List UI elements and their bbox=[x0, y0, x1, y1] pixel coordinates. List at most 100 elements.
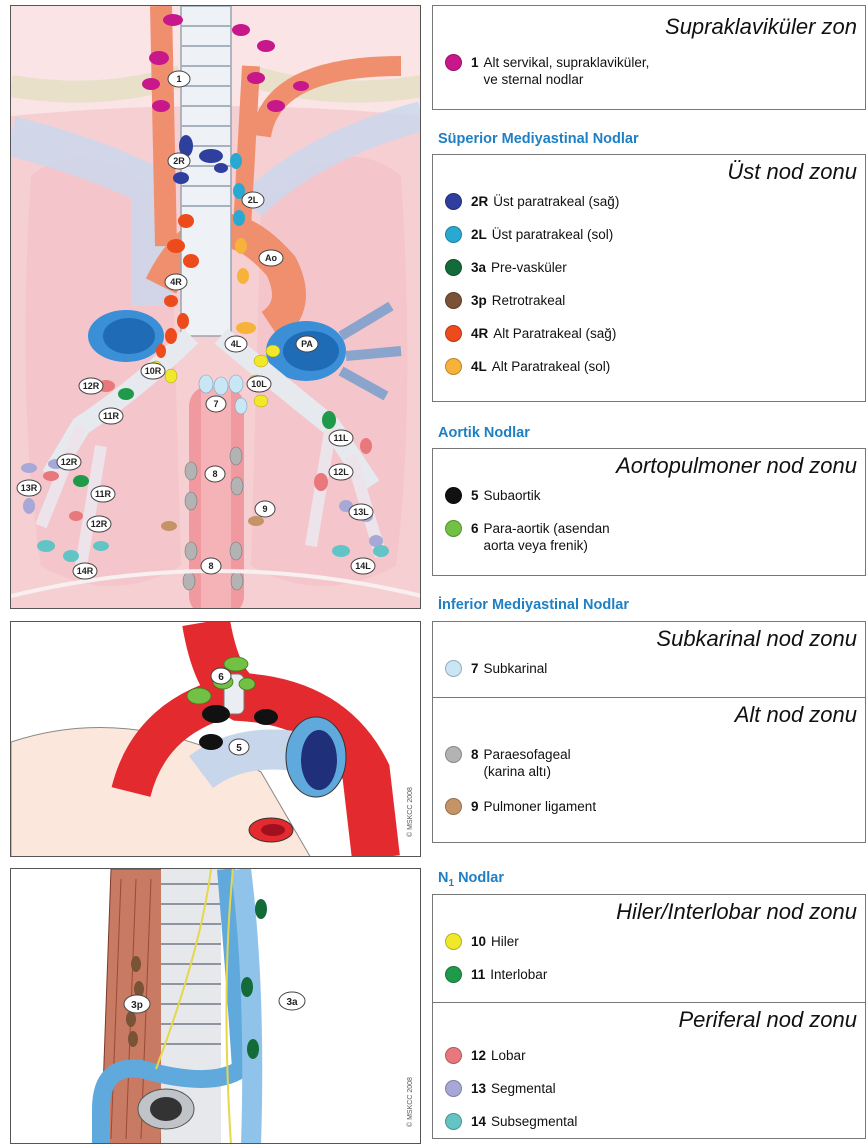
section-title-superior: Süperior Mediyastinal Nodlar bbox=[438, 131, 639, 147]
node-color-dot bbox=[445, 259, 462, 276]
station-label: Paraesofageal(karina altı) bbox=[484, 746, 571, 780]
station-number: 8 bbox=[471, 746, 479, 763]
node-color-dot bbox=[445, 520, 462, 537]
thorax-lymph-node-diagram: 1 2R 2L Ao 4R 4L PA 10R 10L 7 12R 11R 11… bbox=[11, 6, 421, 609]
legend-item-12: 12 Lobar bbox=[433, 1039, 865, 1072]
diagram-label-text: 12R bbox=[83, 381, 100, 391]
diagram-label: 14R bbox=[73, 563, 97, 579]
diagram-label-text: 11L bbox=[333, 433, 349, 443]
detail-label-text: 5 bbox=[236, 743, 242, 754]
diagram-label: 4L bbox=[225, 336, 247, 352]
diagram-label-text: 13L bbox=[353, 507, 369, 517]
zone-title: Üst nod zonu bbox=[433, 155, 865, 185]
node-color-dot bbox=[445, 1047, 462, 1064]
legend-item-6: 6Para-aortik (asendanaorta veya frenik) bbox=[433, 512, 865, 562]
detail-label: 5 bbox=[229, 739, 249, 755]
node-color-dot bbox=[445, 358, 462, 375]
station-label: Alt Paratrakeal (sağ) bbox=[493, 325, 616, 342]
diagram-label: 11R bbox=[99, 408, 123, 424]
diagram-label: 1 bbox=[168, 71, 190, 87]
station-label: Pulmoner ligament bbox=[484, 798, 597, 815]
diagram-label: 12R bbox=[57, 454, 81, 470]
station-label: Interlobar bbox=[490, 966, 547, 983]
diagram-label-text: 8 bbox=[212, 469, 217, 479]
diagram-label: 12L bbox=[329, 464, 353, 480]
diagram-label-text: 2R bbox=[173, 156, 185, 166]
legend-item-11: 11 Interlobar bbox=[433, 958, 865, 1002]
diagram-label-text: 14L bbox=[355, 561, 371, 571]
zone-title: Alt nod zonu bbox=[433, 698, 865, 738]
diagram-label-text: 12L bbox=[333, 467, 349, 477]
diagram-label-text: 12R bbox=[61, 457, 78, 467]
copyright-text: © MSKCC 2008 bbox=[407, 1077, 414, 1127]
station-label: Subsegmental bbox=[491, 1113, 577, 1130]
side-label-text: 3p bbox=[131, 1000, 143, 1011]
node-color-dot bbox=[445, 746, 462, 763]
diagram-label: 8 bbox=[205, 466, 225, 482]
station-label: Segmental bbox=[491, 1080, 556, 1097]
node-color-dot bbox=[445, 54, 462, 71]
n1-letter: N bbox=[438, 870, 448, 886]
station-number: 5 bbox=[471, 487, 479, 504]
station-label: Alt servikal, supraklaviküler,ve sternal… bbox=[484, 54, 650, 88]
station-number: 12 bbox=[471, 1047, 486, 1064]
diagram-label-text: 13R bbox=[21, 483, 38, 493]
station-number: 14 bbox=[471, 1113, 486, 1130]
station-number: 9 bbox=[471, 798, 479, 815]
station-label: Üst paratrakeal (sol) bbox=[492, 226, 614, 243]
legend-item-9: 9 Pulmoner ligament bbox=[433, 790, 865, 823]
diagram-label-text: 2L bbox=[248, 195, 259, 205]
legend-item-13: 13 Segmental bbox=[433, 1072, 865, 1105]
diagram-label-text: Ao bbox=[265, 253, 277, 263]
node-color-dot bbox=[445, 1113, 462, 1130]
diagram-label: Ao bbox=[259, 250, 283, 266]
diagram-label: 9 bbox=[255, 501, 275, 517]
diagram-label-text: 10L bbox=[251, 379, 267, 389]
station-label: Alt Paratrakeal (sol) bbox=[492, 358, 611, 375]
node-color-dot bbox=[445, 193, 462, 210]
n1-rest: Nodlar bbox=[454, 870, 504, 886]
diagram-label: 13R bbox=[17, 480, 41, 496]
station-label: Lobar bbox=[491, 1047, 526, 1064]
node-color-dot bbox=[445, 798, 462, 815]
diagram-label-text: 7 bbox=[213, 399, 218, 409]
node-color-dot bbox=[445, 226, 462, 243]
side-label-text: 3a bbox=[286, 997, 298, 1008]
station-label: Retrotrakeal bbox=[492, 292, 566, 309]
diagram-label: 12R bbox=[87, 516, 111, 532]
legend-item-1: 1 Alt servikal, supraklaviküler,ve stern… bbox=[433, 46, 865, 106]
diagram-label-text: 4R bbox=[170, 277, 182, 287]
zone-title: Subkarinal nod zonu bbox=[433, 622, 865, 652]
section-title-inferior: İnferior Mediyastinal Nodlar bbox=[438, 597, 629, 613]
diagram-label: 4R bbox=[165, 274, 187, 290]
station-number: 1 bbox=[471, 54, 479, 71]
station-number: 6 bbox=[471, 520, 479, 537]
diagram-label-text: 14R bbox=[77, 566, 94, 576]
diagram-label: 8 bbox=[201, 558, 221, 574]
diagram-label: 14L bbox=[351, 558, 375, 574]
station-label: Pre-vasküler bbox=[491, 259, 567, 276]
node-color-dot bbox=[445, 487, 462, 504]
zone-title: Hiler/Interlobar nod zonu bbox=[433, 895, 865, 925]
copyright-text: © MSKCC 2008 bbox=[407, 787, 414, 837]
detail-label-text: 6 bbox=[218, 672, 224, 683]
diagram-label-text: 1 bbox=[176, 74, 181, 84]
node-color-dot bbox=[445, 292, 462, 309]
node-color-dot bbox=[445, 933, 462, 950]
station-number: 2R bbox=[471, 193, 488, 210]
station-number: 11 bbox=[471, 966, 485, 983]
diagram-label-text: 10R bbox=[145, 366, 162, 376]
side-label: 3a bbox=[279, 992, 305, 1010]
node-color-dot bbox=[445, 325, 462, 342]
section-title-n1: N1 Nodlar bbox=[438, 870, 504, 889]
station-number: 13 bbox=[471, 1080, 486, 1097]
legend-item-8: 8 Paraesofageal(karina altı) bbox=[433, 738, 865, 790]
aortic-detail-panel: 6 5 © MSKCC 2008 bbox=[10, 621, 421, 857]
